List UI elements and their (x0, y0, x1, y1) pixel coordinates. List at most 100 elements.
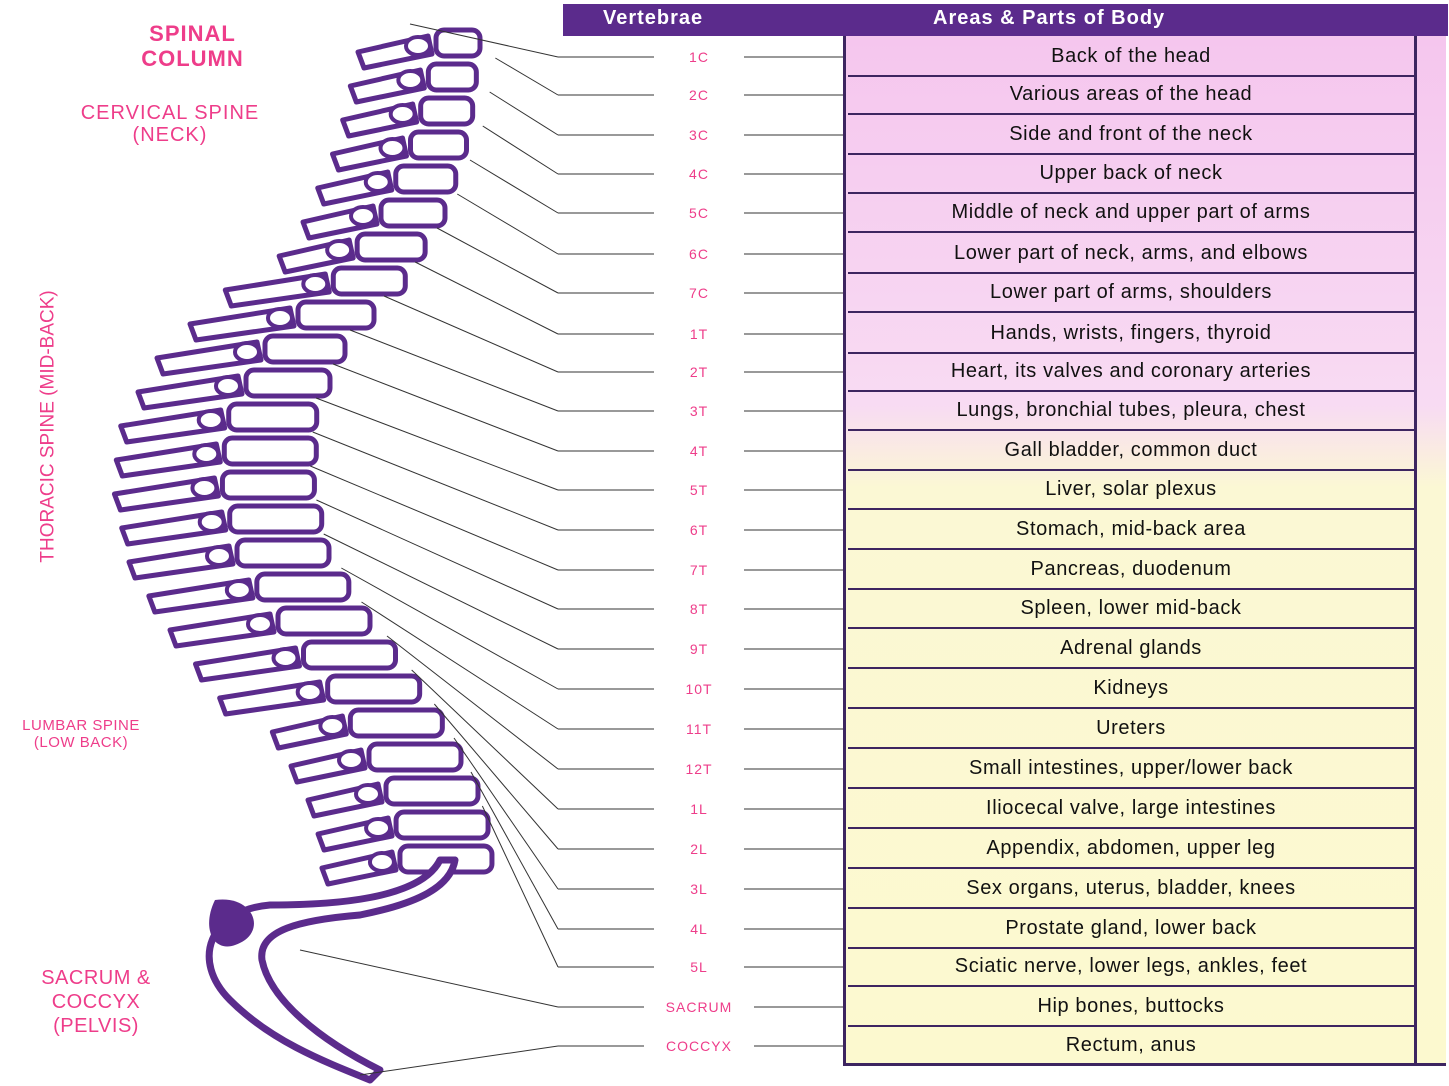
vertebral-body (328, 676, 420, 702)
table-row: Adrenal glands (848, 630, 1414, 669)
leader-line-diagonal (310, 466, 558, 570)
leader-line-diagonal (316, 398, 558, 490)
leader-line-diagonal (333, 364, 558, 451)
table-header: Vertebrae Areas & Parts of Body (563, 4, 1448, 36)
vertebra-label: 3C (654, 127, 744, 143)
vertebral-body (350, 710, 442, 736)
leader-line-diagonal (341, 568, 558, 689)
vertebral-body (436, 30, 480, 56)
leader-line-diagonal (482, 806, 558, 967)
table-row: Lower part of arms, shoulders (848, 274, 1414, 313)
vertebra-label: 1L (654, 801, 744, 817)
table-row: Lower part of neck, arms, and elbows (848, 235, 1414, 274)
vertebra-label: 10T (654, 681, 744, 697)
leader-line-diagonal (470, 160, 558, 213)
leader-line-diagonal (483, 126, 558, 174)
vertebra-label: 5L (654, 959, 744, 975)
facet-joint (200, 513, 224, 531)
facet-joint (194, 445, 218, 463)
vertebral-body (229, 404, 317, 430)
leader-line-diagonal (457, 194, 558, 254)
table-row: Kidneys (848, 670, 1414, 709)
table-row: Rectum, anus (848, 1027, 1414, 1066)
table-row: Iliocecal valve, large intestines (848, 790, 1414, 829)
facet-joint (248, 615, 272, 633)
vertebral-body (278, 608, 370, 634)
facet-joint (303, 275, 327, 293)
table-row: Gall bladder, common duct (848, 432, 1414, 471)
vertebral-body (411, 132, 467, 158)
vertebral-body (230, 506, 322, 532)
facet-joint (327, 241, 351, 259)
leader-line-diagonal (490, 92, 558, 135)
table-row: Spleen, lower mid-back (848, 590, 1414, 629)
facet-joint (366, 819, 390, 837)
table-row: Back of the head (848, 38, 1414, 77)
facet-joint (339, 751, 363, 769)
vertebral-body (265, 336, 345, 362)
table-row: Stomach, mid-back area (848, 511, 1414, 550)
vertebra-label: 4T (654, 443, 744, 459)
table-row: Side and front of the neck (848, 116, 1414, 155)
leader-line-diagonal (300, 950, 558, 1007)
vertebra-label: 1C (654, 49, 744, 65)
facet-joint (298, 683, 322, 701)
leader-line-diagonal (415, 262, 558, 334)
facet-joint (227, 581, 251, 599)
facet-joint (235, 343, 259, 361)
vertebral-body (386, 778, 478, 804)
table-row: Various areas of the head (848, 76, 1414, 115)
vertebra-label: 2C (654, 87, 744, 103)
vertebra-label: 8T (654, 601, 744, 617)
table-row: Prostate gland, lower back (848, 910, 1414, 949)
facet-joint (391, 105, 415, 123)
vertebral-body (396, 166, 456, 192)
vertebra-label: 5C (654, 205, 744, 221)
facet-joint (216, 377, 240, 395)
facet-joint (381, 139, 405, 157)
vertebra-label: 7C (654, 285, 744, 301)
table-row: Ureters (848, 710, 1414, 749)
leader-line-diagonal (384, 296, 558, 372)
table-row: Hands, wrists, fingers, thyroid (848, 315, 1414, 354)
vertebral-body (237, 540, 329, 566)
leader-line-diagonal (350, 330, 558, 411)
vertebra-label: 3L (654, 881, 744, 897)
vertebral-body (421, 98, 473, 124)
table-row: Small intestines, upper/lower back (848, 750, 1414, 789)
vertebral-body (246, 370, 330, 396)
vertebral-body (304, 642, 396, 668)
table-row: Middle of neck and upper part of arms (848, 194, 1414, 233)
facet-joint (370, 853, 394, 871)
vertebra-label: COCCYX (644, 1038, 754, 1054)
vertebra-label: 2L (654, 841, 744, 857)
facet-joint (398, 71, 422, 89)
vertebra-label: 6C (654, 246, 744, 262)
vertebral-body (257, 574, 349, 600)
header-areas: Areas & Parts of Body (933, 7, 1333, 30)
vertebra-label: 3T (654, 403, 744, 419)
leader-line-diagonal (360, 1046, 558, 1075)
vertebra-label: 1T (654, 326, 744, 342)
vertebral-body (333, 268, 405, 294)
vertebral-body (428, 64, 476, 90)
facet-joint (366, 173, 390, 191)
vertebral-body (298, 302, 374, 328)
vertebral-body (222, 472, 314, 498)
vertebral-body (381, 200, 445, 226)
vertebra-label: 5T (654, 482, 744, 498)
vertebra-label: SACRUM (644, 999, 754, 1015)
facet-joint (406, 37, 430, 55)
leader-line-diagonal (437, 228, 558, 293)
facet-joint (268, 309, 292, 327)
facet-joint (356, 785, 380, 803)
table-row: Hip bones, buttocks (848, 988, 1414, 1027)
table-row: Heart, its valves and coronary arteries (848, 353, 1414, 392)
facet-joint (274, 649, 298, 667)
vertebra-label: 11T (654, 721, 744, 737)
table-row: Sciatic nerve, lower legs, ankles, feet (848, 948, 1414, 987)
vertebra-label: 2T (654, 364, 744, 380)
sacrum-coccyx-bone (209, 860, 455, 1080)
table-row: Pancreas, duodenum (848, 551, 1414, 590)
header-vertebrae: Vertebrae (603, 7, 803, 30)
